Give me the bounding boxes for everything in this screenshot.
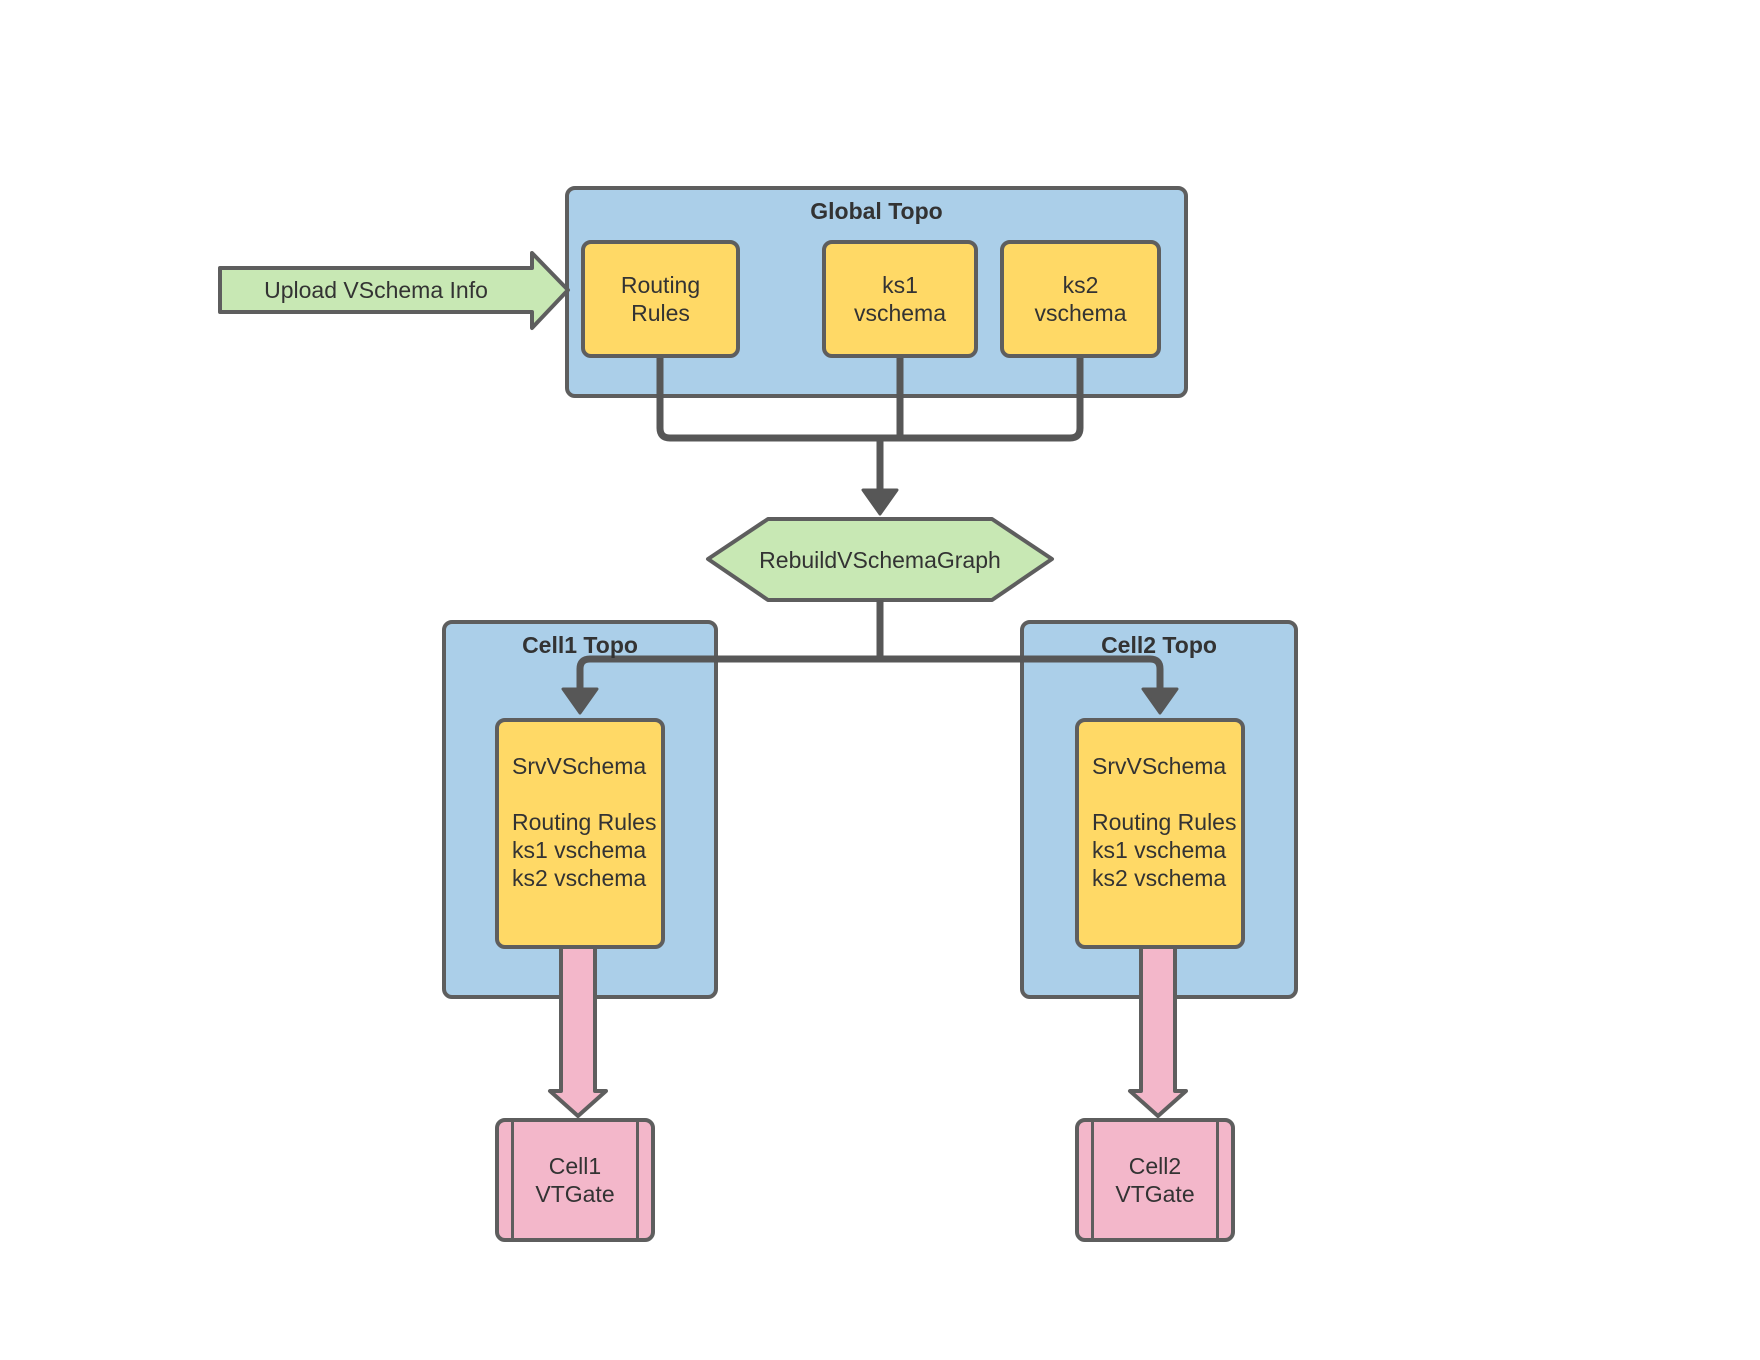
cell1-srv-line2 [512,780,661,808]
global-topo-title: Global Topo [810,198,943,224]
split-connector-bar [576,655,1164,692]
cell2-vtgate-line2: VTGate [1115,1181,1195,1207]
cell2-srv-line2 [1092,780,1241,808]
cell1-vtgate-box: Cell1 VTGate [495,1118,655,1242]
routing-rules-line2: Rules [631,300,690,326]
cell2-srv-line4: ks1 vschema [1092,837,1227,863]
cell1-arrowhead-icon [561,687,599,715]
ks1-vschema-line2: vschema [853,300,947,326]
cell2-vtgate-arrow-shape [1128,945,1188,1118]
routing-rules-line1: Routing [620,272,701,298]
rebuild-hexagon-shape [706,517,1054,602]
cell2-srv-line5: ks2 vschema [1092,865,1227,891]
cell2-vtgate-right-bar [1216,1122,1219,1238]
cell1-vtgate-right-bar [636,1122,639,1238]
ks2-vschema-box: ks2 vschema [1000,240,1161,358]
cell1-srvvschema-box: SrvVSchema Routing Rules ks1 vschema ks2… [495,718,665,949]
cell2-topo-title: Cell2 Topo [1101,632,1217,658]
upload-vschema-arrow-label: Upload VSchema Info [264,277,488,303]
cell1-vtgate-arrow-shape [548,945,608,1118]
cell2-vtgate-left-bar [1091,1122,1094,1238]
cell1-srv-line3: Routing Rules [512,809,657,835]
ks1-vschema-box: ks1 vschema [822,240,978,358]
cell1-vtgate-line2: VTGate [535,1181,615,1207]
cell2-srv-line3: Routing Rules [1092,809,1237,835]
rebuild-hexagon-label: RebuildVSchemaGraph [759,546,1001,573]
cell1-srv-line4: ks1 vschema [512,837,647,863]
cell2-vtgate-box: Cell2 VTGate [1075,1118,1235,1242]
cell2-srv-line1: SrvVSchema [1092,753,1227,779]
ks1-vschema-line1: ks1 [882,272,918,298]
ks2-vschema-line1: ks2 [1062,272,1099,298]
upload-vschema-arrow-shape [218,251,570,330]
cell2-vtgate-line1: Cell2 [1128,1153,1182,1179]
rebuild-arrowhead-icon [861,488,899,516]
ks2-vschema-line2: vschema [1034,300,1127,326]
cell1-srv-line5: ks2 vschema [512,865,647,891]
cell2-srvvschema-box: SrvVSchema Routing Rules ks1 vschema ks2… [1075,718,1245,949]
cell1-vtgate-line1: Cell1 [548,1153,602,1179]
cell1-srv-line1: SrvVSchema [512,753,647,779]
cell2-arrowhead-icon [1141,687,1179,715]
merge-connector-outer [656,358,1084,442]
routing-rules-box: Routing Rules [581,240,740,358]
cell1-vtgate-left-bar [511,1122,514,1238]
cell1-topo-title: Cell1 Topo [522,632,638,658]
